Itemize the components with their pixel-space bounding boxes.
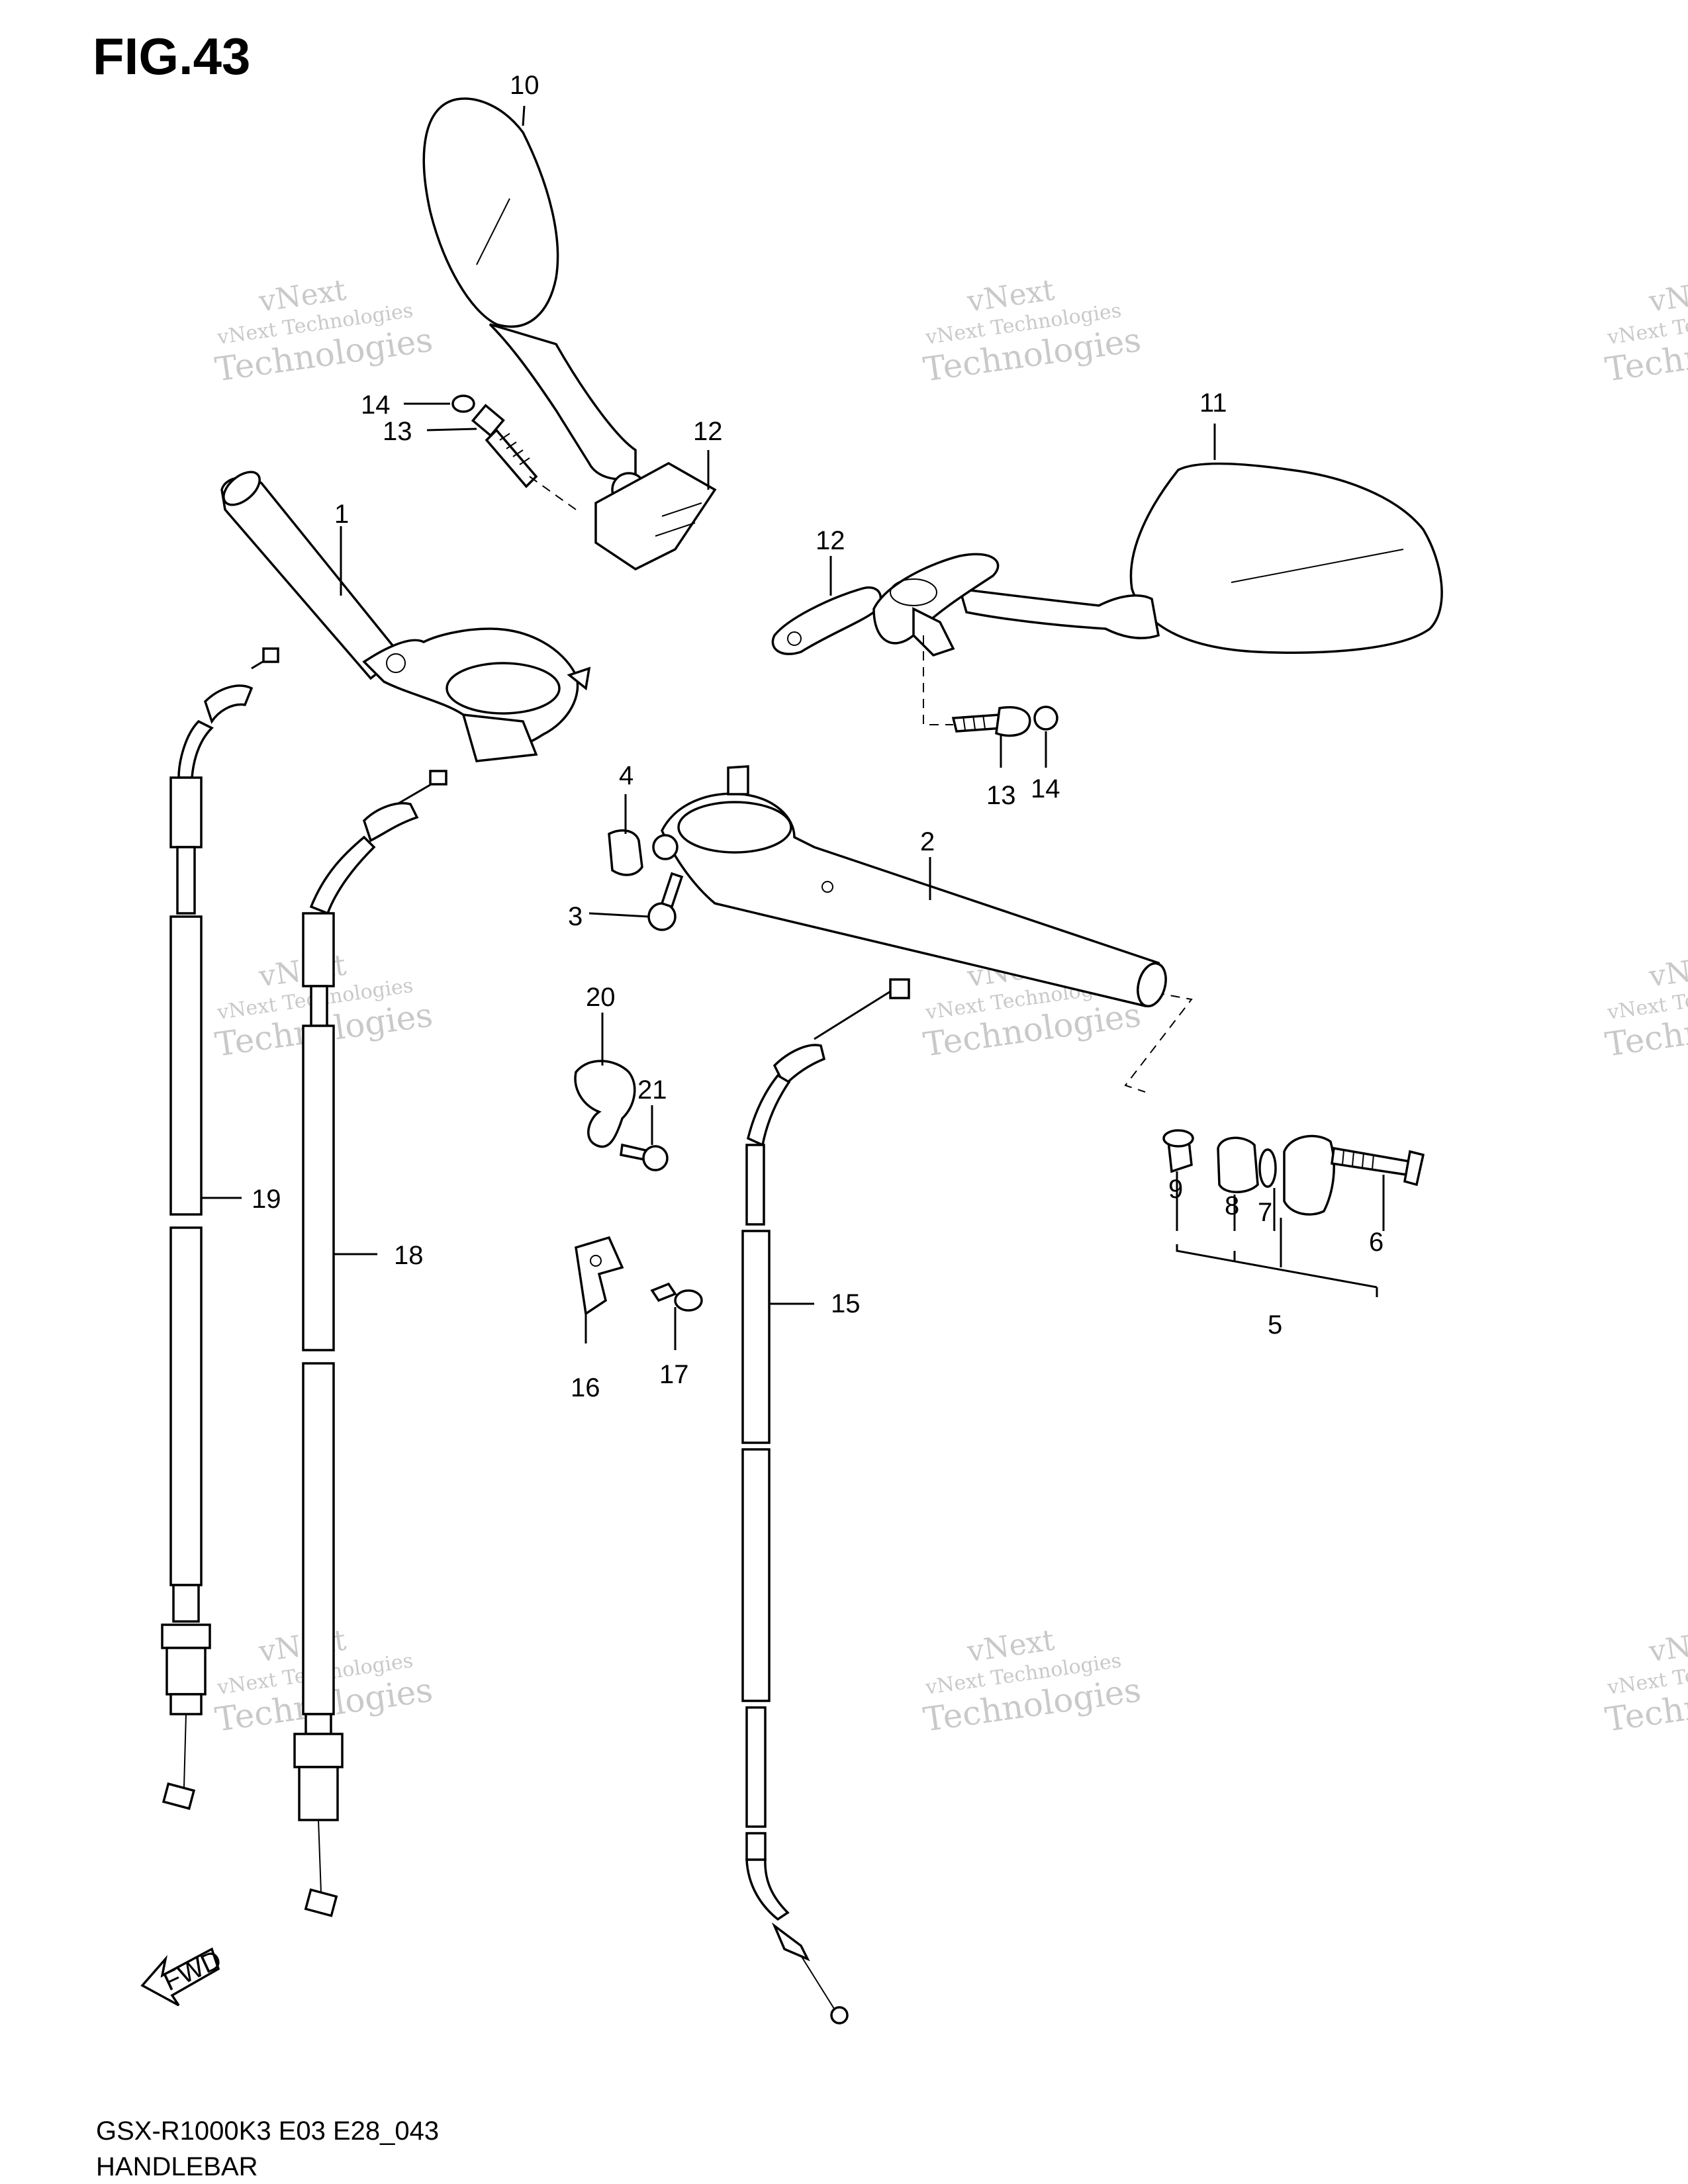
part-20-clip [574,1060,636,1148]
leader-lines [201,105,1385,1350]
part-19-throttle-cable [161,647,279,1810]
part-3-bolt [647,872,684,931]
callout-7: 7 [1258,1198,1272,1227]
assembly-line [1124,992,1193,1093]
watermark: vNext vNext Technologies Technologies [1603,273,1688,389]
callout-14-upper: 14 [361,390,391,420]
part-2-right-handlebar [652,765,1167,1008]
part-4-spacer [608,829,643,876]
watermark: vNext vNext Technologies Technologies [1603,1623,1688,1739]
callout-15: 15 [831,1289,861,1318]
part-14-right-cap [1033,705,1058,731]
part-17-screw [650,1282,703,1312]
watermark-line1: vNext [1646,273,1688,319]
callout-13-right: 13 [986,781,1016,810]
part-1-left-handlebar [220,471,591,762]
callout-10: 10 [510,71,539,100]
watermark-line1: vNext [1646,1623,1688,1669]
callout-3: 3 [568,902,583,931]
callout-2: 2 [920,827,935,856]
part-15-clutch-cable [741,978,910,2025]
part-21-screw [620,1143,669,1171]
part-8-weight [1217,1136,1259,1193]
part-16-bracket [575,1236,624,1316]
callout-13-upper: 13 [383,417,412,446]
callout-6: 6 [1369,1228,1383,1257]
part-13-upper-bolt [471,404,538,488]
watermarks: vNext vNext Technologies Technologies vN… [212,273,1688,1739]
callout-9: 9 [1168,1175,1183,1204]
watermark: vNext vNext Technologies Technologies [1603,948,1688,1064]
callout-21: 21 [637,1075,667,1105]
callout-11: 11 [1199,388,1227,418]
callout-1: 1 [334,500,349,529]
part-12-right-mount [771,553,1000,657]
callout-17: 17 [659,1360,689,1389]
fwd-label: FWD [159,1945,226,1997]
part-6-screw [1331,1146,1425,1187]
part-7-washer [1258,1148,1277,1188]
callout-20: 20 [586,983,616,1012]
section-name: HANDLEBAR [96,2152,258,2181]
model-code: GSX-R1000K3 E03 E28_043 [96,2116,440,2146]
watermark-line1: vNext [1646,948,1688,994]
callout-8: 8 [1225,1191,1239,1220]
part-13-right-bolt [951,706,1031,737]
figure-title: FIG.43 [93,27,251,85]
part-9-bolt [1162,1129,1194,1173]
watermark: vNext vNext Technologies Technologies [921,1623,1143,1739]
part-18-throttle-cable [293,770,447,1917]
callout-4: 4 [619,761,633,790]
fwd-arrow-icon: FWD [140,1945,226,2007]
watermark: vNext vNext Technologies Technologies [212,273,435,389]
callout-12-upper: 12 [693,417,723,446]
part-10-left-mirror [422,97,717,571]
callout-14-right: 14 [1031,774,1060,803]
callout-numbers: 10 11 14 13 12 12 13 14 1 2 3 4 20 21 16… [252,71,1383,1402]
callout-12-right: 12 [816,526,845,555]
callout-5: 5 [1268,1310,1282,1340]
callout-19: 19 [252,1185,281,1214]
part-11-right-mirror [958,462,1443,654]
callout-18: 18 [394,1241,424,1270]
part-balancer-weight [1283,1134,1335,1216]
callout-16: 16 [571,1373,600,1402]
watermark: vNext vNext Technologies Technologies [921,273,1143,389]
part-14-upper-cap [451,394,475,413]
assembly-line [529,476,577,510]
